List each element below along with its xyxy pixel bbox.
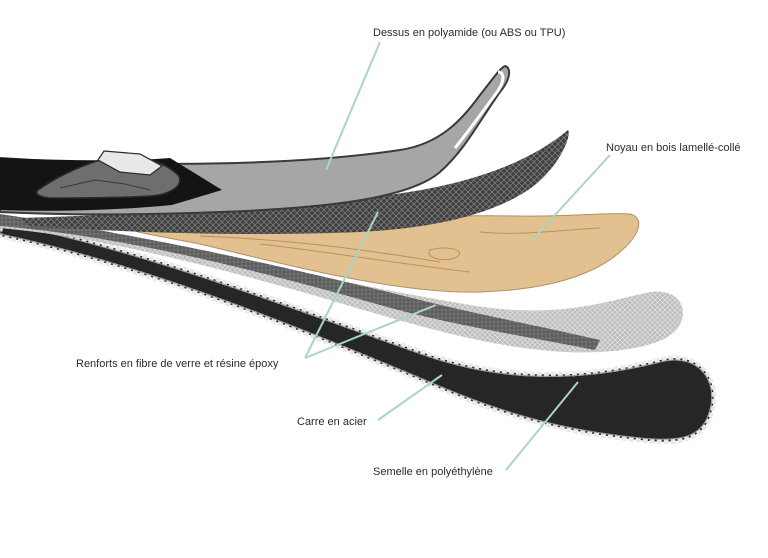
- label-fiber: Renforts en fibre de verre et résine épo…: [76, 358, 279, 370]
- label-top-sheet: Dessus en polyamide (ou ABS ou TPU): [373, 27, 566, 39]
- leader-lines: [304, 41, 611, 471]
- leader-edge: [377, 374, 443, 421]
- leader-base: [505, 381, 579, 471]
- base-layer: [0, 217, 717, 445]
- label-base: Semelle en polyéthylène: [373, 466, 493, 478]
- label-edge: Carre en acier: [297, 416, 367, 428]
- binding-icon: [36, 150, 181, 199]
- leader-top-sheet: [325, 41, 381, 171]
- fiber-dark-layer: [20, 130, 569, 234]
- leader-fiber-lower: [304, 304, 437, 359]
- label-core: Noyau en bois lamellé-collé: [606, 142, 741, 154]
- leader-fiber-upper: [304, 211, 379, 359]
- fiber-mid-layer: [0, 214, 600, 350]
- leader-core: [531, 154, 611, 241]
